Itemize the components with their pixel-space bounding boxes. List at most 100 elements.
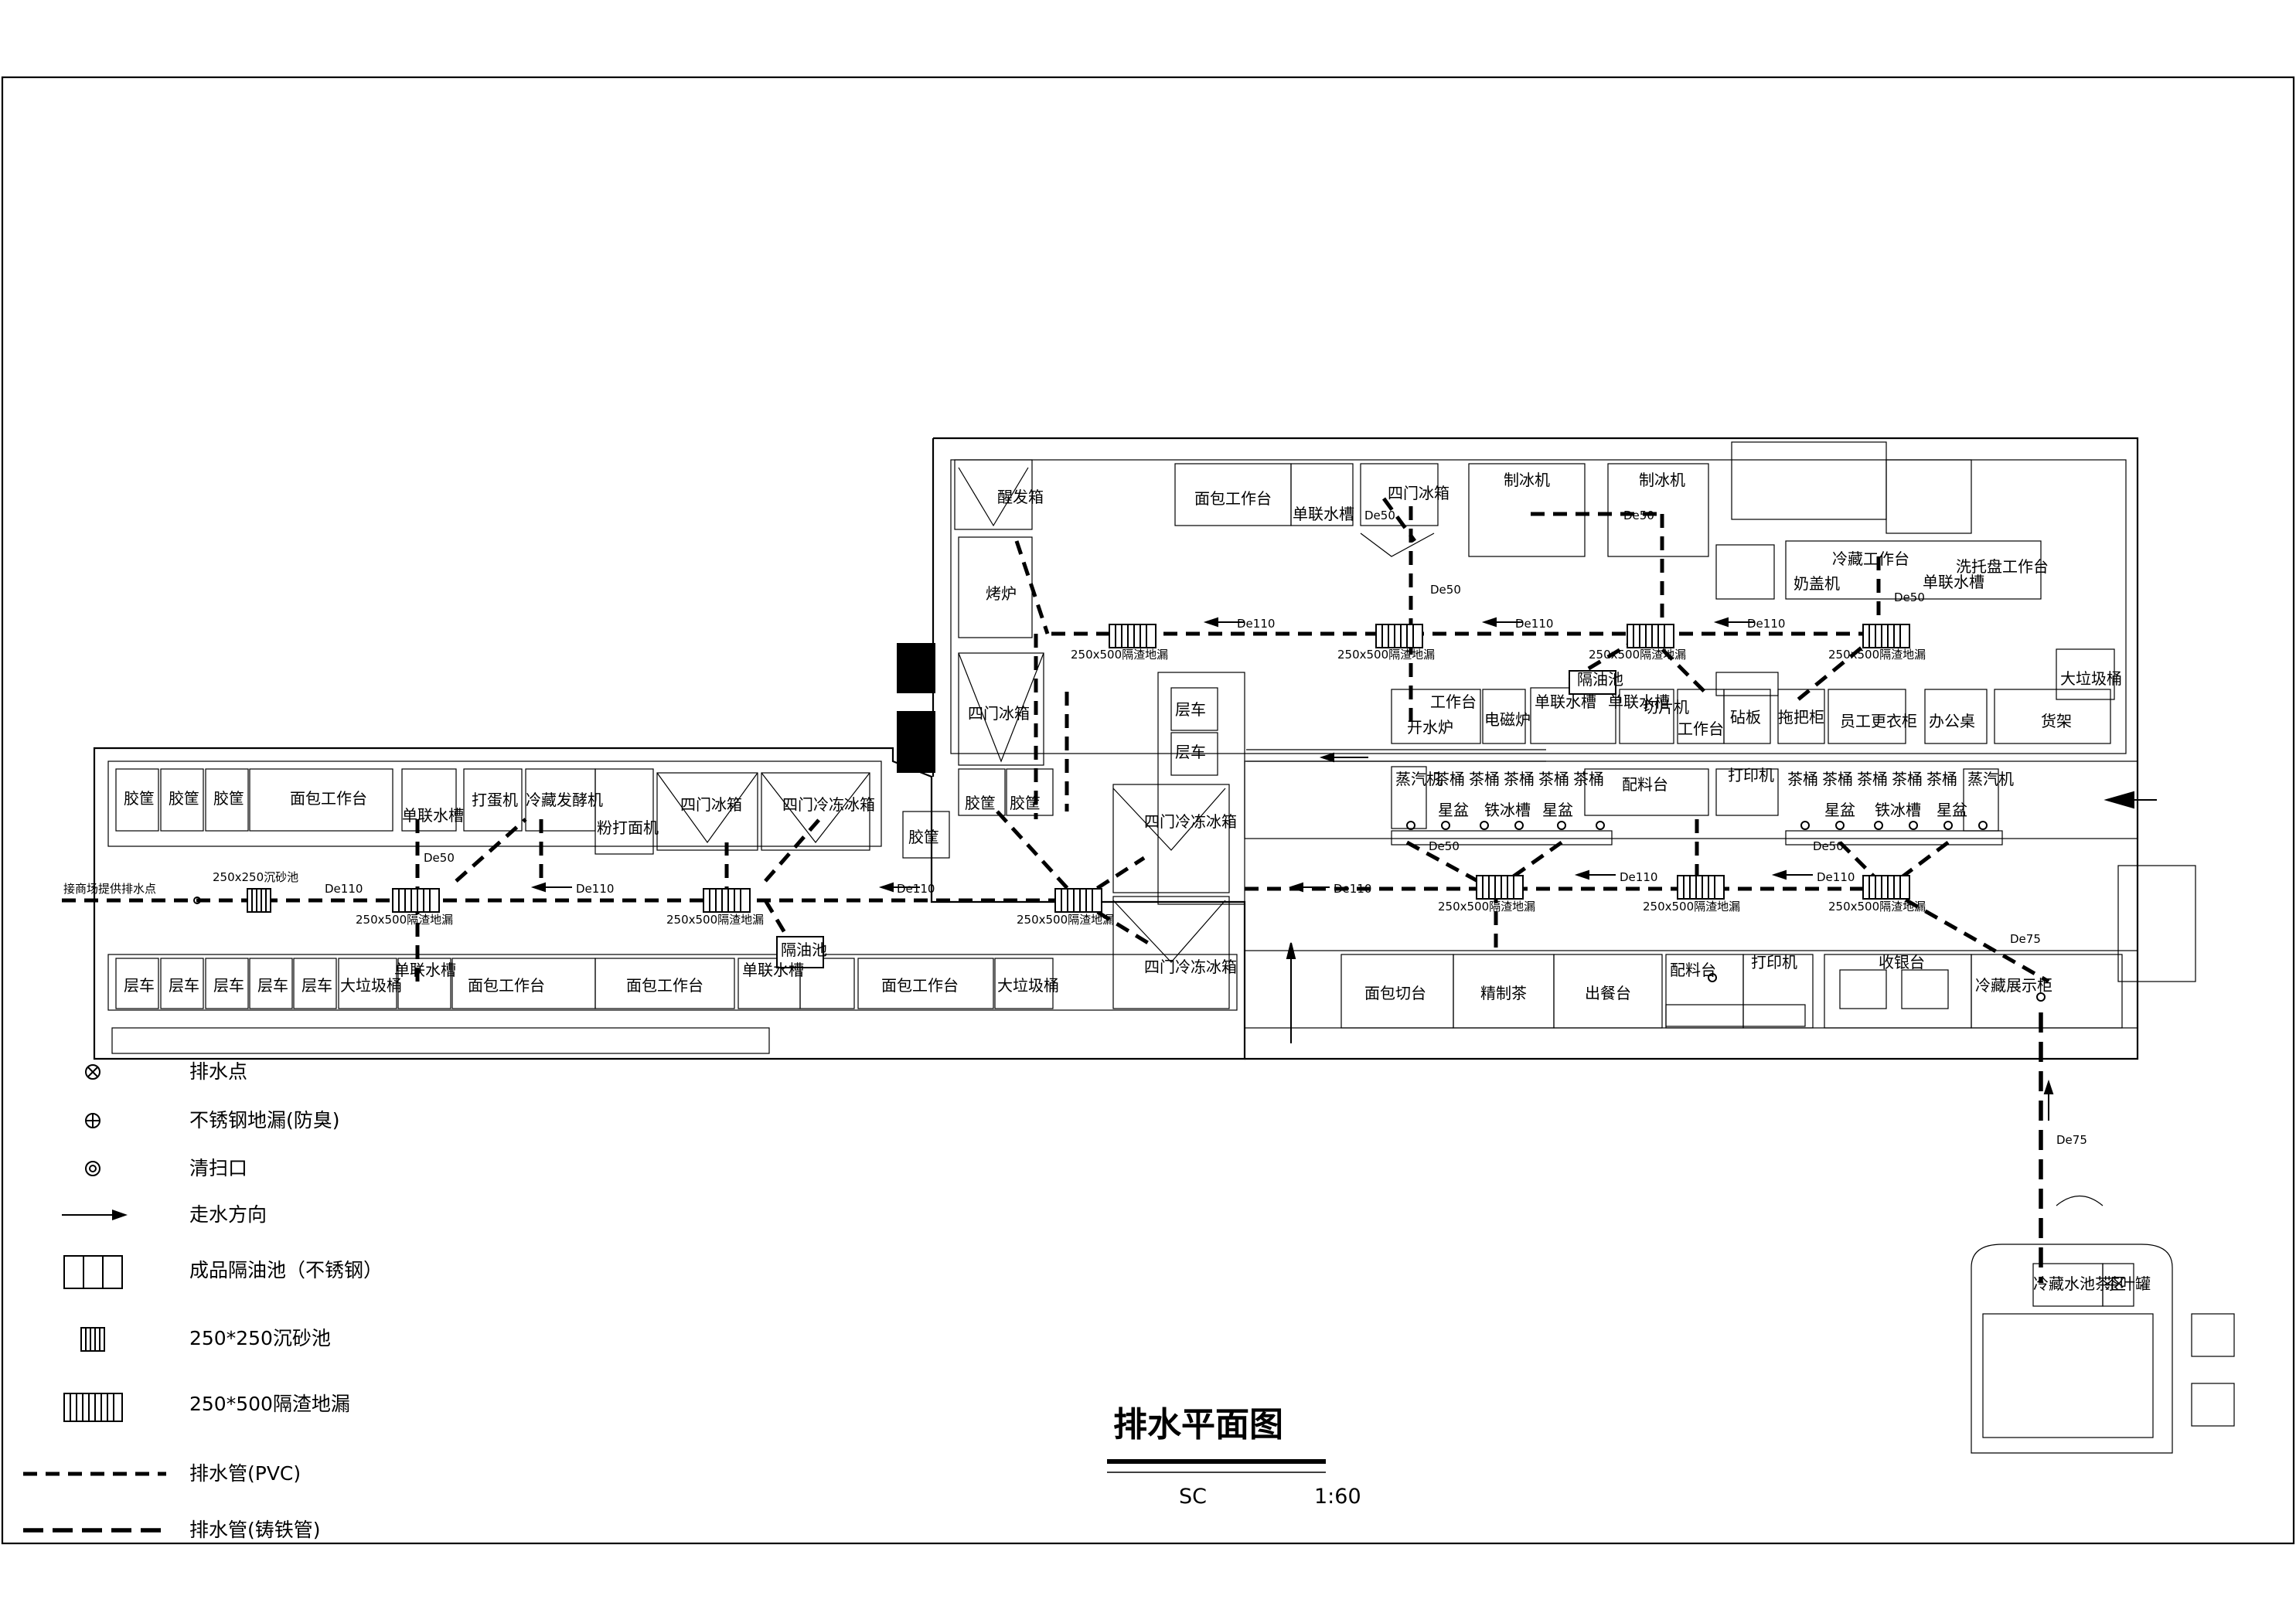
equipment-boxes <box>115 459 2123 1029</box>
slag-drain-label: 250x500隔渣地漏 <box>356 913 453 927</box>
equip-label: 精制茶 <box>1480 984 1527 1002</box>
outlet-drain-point <box>193 897 201 904</box>
equip-label: 层车 <box>124 976 155 995</box>
sand-pit-icon <box>80 1327 105 1352</box>
equip-label: 单联水槽 <box>1923 573 1984 591</box>
black-column-top <box>897 643 935 693</box>
equip-label: 大垃圾桶 <box>2060 669 2122 688</box>
equip-label: 单联水槽 <box>1293 505 1354 523</box>
equip-label: 面包工作台 <box>626 976 703 995</box>
equip-label: 办公桌 <box>1929 712 1975 730</box>
slag-drain-6 <box>1627 624 1674 648</box>
kiosk <box>1971 1196 2235 1454</box>
legend-label: 排水点 <box>189 1060 247 1083</box>
equip-label: 单联水槽 <box>1535 692 1596 711</box>
slag-drain-label: 250x500隔渣地漏 <box>1438 900 1535 914</box>
equip-label: 茶桶 <box>1504 770 1535 788</box>
equip-label: 奶盖机 <box>1794 574 1840 593</box>
equip-label: 打印机 <box>1751 953 1797 971</box>
pipe-size-label: De110 <box>325 882 363 896</box>
legend-label: 清扫口 <box>189 1157 247 1179</box>
equip-label: 茶桶 <box>1573 770 1604 788</box>
equip-label: 茶叶罐 <box>2104 1274 2151 1293</box>
equip-label: 蒸汽机 <box>1967 770 2014 788</box>
equip-label: 层车 <box>169 976 199 995</box>
grease-trap-icon <box>63 1255 123 1289</box>
equip-label: 胶筐 <box>169 789 199 808</box>
slag-drain-label: 250x500隔渣地漏 <box>1017 913 1114 927</box>
pipe-size-label: De110 <box>1515 617 1553 631</box>
slag-drain-5 <box>1375 624 1423 648</box>
equipment-labels: 胶筐 胶筐 胶筐 面包工作台 单联水槽 打蛋机 冷藏发酵机 粉打面机 四门冰箱 … <box>124 471 2151 1293</box>
sand-pit-label: 250x250沉砂池 <box>213 870 298 884</box>
legend-label: 成品隔油池（不锈钢） <box>189 1259 383 1281</box>
equip-label: 胶筐 <box>124 789 155 808</box>
equip-label: 四门冷冻冰箱 <box>1144 812 1237 831</box>
title-block: 排水平面图 SC 1:60 <box>1107 1405 1361 1509</box>
equip-label: 隔油池 <box>781 941 827 959</box>
slag-drain-label: 250x500隔渣地漏 <box>1828 900 1926 914</box>
equip-label: 工作台 <box>1678 720 1724 738</box>
equip-label: 砧板 <box>1730 708 1761 726</box>
floor-drain-icon <box>85 1113 100 1128</box>
equip-label: 隔油池 <box>1577 670 1623 689</box>
equip-label: 面包工作台 <box>1194 489 1272 508</box>
equip-label: 层车 <box>301 976 332 995</box>
slag-drain-1 <box>392 888 440 913</box>
legend-label: 不锈钢地漏(防臭) <box>189 1109 340 1131</box>
left-wing-bottom-counter <box>107 954 1238 1011</box>
equip-label: 烤炉 <box>986 584 1017 603</box>
equip-label: 货架 <box>2041 712 2072 730</box>
flow-arrow-icon <box>62 1210 128 1220</box>
pipe-size-label: De50 <box>1430 583 1461 597</box>
equip-label: 层车 <box>257 976 288 995</box>
pipe-size-label: De110 <box>576 882 614 896</box>
equip-label: 铁冰槽 <box>1484 801 1531 819</box>
slag-drain-icon <box>63 1393 123 1422</box>
equip-label: 星盆 <box>1438 801 1469 819</box>
equip-label: 单联水槽 <box>1608 692 1670 711</box>
equip-label: 星盆 <box>1937 801 1967 819</box>
cleanout-icon <box>85 1161 100 1176</box>
equip-label: 胶筐 <box>965 794 996 812</box>
left-wing-outline <box>93 747 1246 1060</box>
equip-label: 洗托盘工作台 <box>1956 557 2049 576</box>
legend-label: 排水管(铸铁管) <box>189 1519 321 1541</box>
legend: 排水点 不锈钢地漏(防臭) 清扫口 走水方向 成品隔油池（不锈钢） 250*25… <box>23 1060 383 1541</box>
legend-label: 250*250沉砂池 <box>189 1327 331 1349</box>
pipe-size-label: De75 <box>2010 932 2041 946</box>
equip-label: 工作台 <box>1430 692 1477 711</box>
pipe-size-label: De50 <box>1364 509 1395 522</box>
slag-drains <box>392 624 1910 913</box>
drawing-frame <box>1 76 2295 1545</box>
equip-label: 粉打面机 <box>597 818 659 837</box>
slag-drain-7 <box>1862 624 1910 648</box>
equip-label: 制冰机 <box>1639 471 1685 489</box>
equip-label: 收银台 <box>1879 953 1925 971</box>
sand-pit <box>247 888 271 913</box>
equip-label: 电磁炉 <box>1484 710 1531 729</box>
equip-label: 员工更衣柜 <box>1840 712 1917 730</box>
slag-drain-4 <box>1109 624 1157 648</box>
equip-label: 星盆 <box>1542 801 1573 819</box>
pipe-size-label: De50 <box>1623 509 1654 522</box>
black-column-bottom <box>897 711 935 773</box>
scale-label: SC <box>1179 1485 1207 1509</box>
slag-drain-8 <box>1476 875 1524 900</box>
pipe-size-label: De110 <box>1620 870 1657 884</box>
equip-label: 层车 <box>213 976 244 995</box>
equip-label: 大垃圾桶 <box>997 976 1059 995</box>
pipe-size-label: De110 <box>1237 617 1275 631</box>
main-block-outline <box>933 437 2139 1060</box>
equip-label: 打蛋机 <box>472 791 518 809</box>
pipe-labels: 接商场提供排水点 250x250沉砂池 De110 De110 De110 De… <box>63 509 2087 1147</box>
slag-drain-9 <box>1677 875 1725 900</box>
equip-label: 胶筐 <box>908 828 939 846</box>
equip-label: 切片机 <box>1643 698 1689 716</box>
equip-label: 茶桶 <box>1926 770 1957 788</box>
pipe-size-label: De110 <box>1747 617 1785 631</box>
pipe-network <box>62 497 2050 1283</box>
slag-drain-label: 250x500隔渣地漏 <box>666 913 764 927</box>
left-wing-ledge <box>111 1027 770 1054</box>
